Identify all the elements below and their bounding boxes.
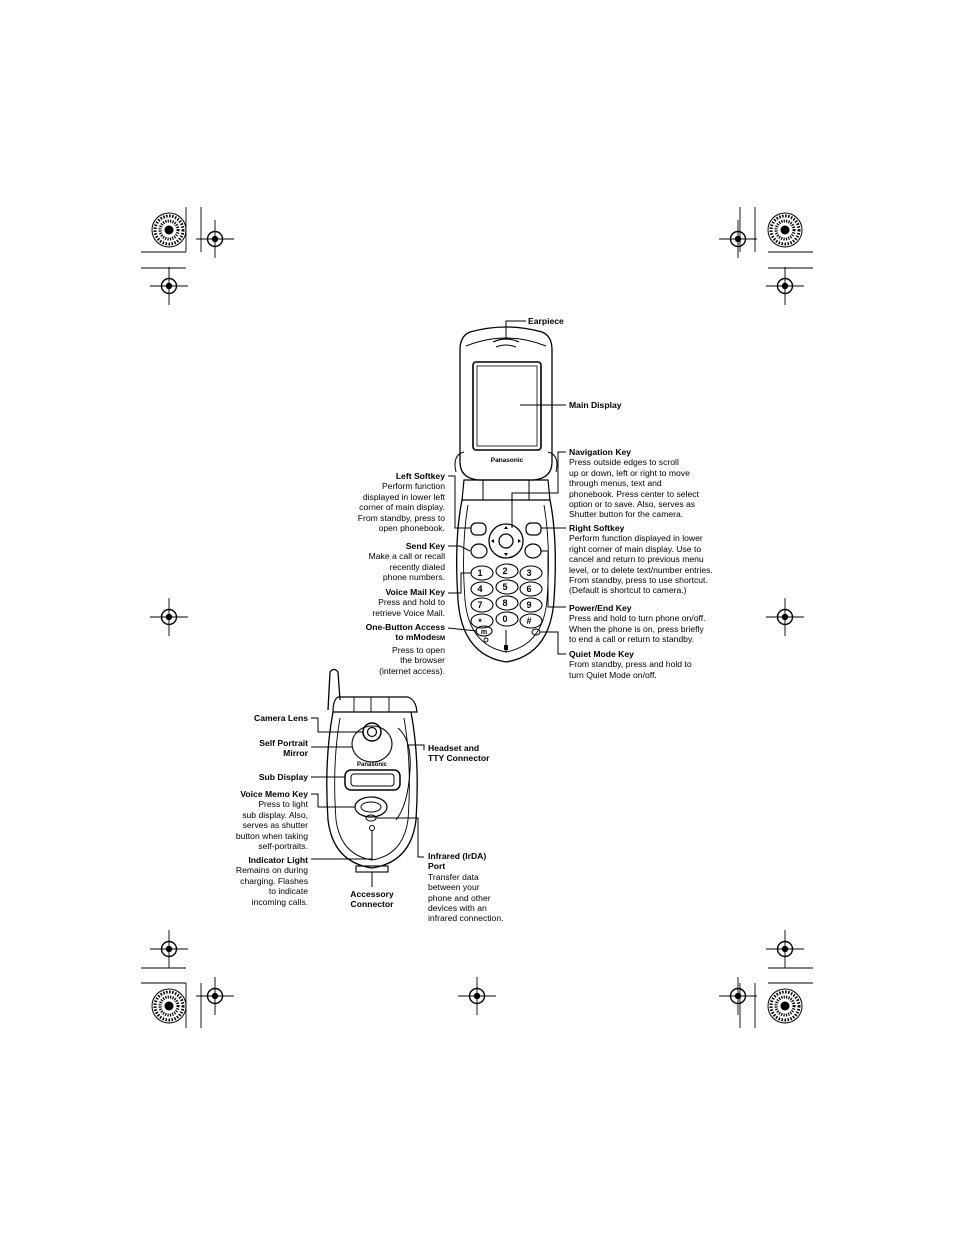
label-one-button-access-title-1: One-Button Access (365, 622, 445, 632)
phone-open-hinge (461, 479, 551, 501)
label-power-end-key: Power/End Key Press and hold to turn pho… (569, 603, 706, 645)
label-accessory-connector-title: Accessory Connector (350, 889, 394, 910)
phone-closed-brand: Panasonic (357, 762, 388, 768)
accessory-connector (355, 865, 389, 873)
label-voice-memo-key: Voice Memo Key Press to light sub displa… (236, 789, 308, 851)
label-navigation-key-title: Navigation Key (569, 447, 632, 457)
label-indicator-light-title: Indicator Light (248, 855, 308, 865)
label-left-softkey-desc: Perform function displayed in lower left… (357, 481, 445, 534)
key-5: 5 (502, 582, 507, 592)
label-quiet-mode-key-desc: From standby, press and hold to turn Qui… (569, 659, 692, 680)
crop-marks (141, 207, 813, 1028)
label-navigation-key: Navigation Key Press outside edges to sc… (569, 447, 699, 520)
label-main-display-title: Main Display (569, 400, 622, 410)
label-power-end-key-title: Power/End Key (569, 603, 632, 613)
key-8: 8 (502, 598, 507, 608)
power-end-key (524, 543, 542, 559)
label-infrared-port-title: Infrared (IrDA) Port (428, 851, 487, 872)
label-indicator-light: Indicator Light Remains on during chargi… (236, 855, 308, 907)
keypad-labels: 1 2 3 4 5 6 7 8 9 * 0 # m (477, 566, 531, 636)
phone-open (454, 326, 558, 663)
navigation-key-center (498, 533, 514, 549)
sub-display (344, 769, 401, 791)
key-mmode: m (481, 629, 487, 636)
label-quiet-mode-key: Quiet Mode Key From standby, press and h… (569, 649, 692, 680)
label-navigation-key-desc: Press outside edges to scroll up or down… (569, 457, 699, 520)
indicator-light (369, 825, 375, 831)
label-voice-mail-key: Voice Mail Key Press and hold to retriev… (372, 587, 445, 618)
key-7: 7 (477, 600, 482, 610)
label-voice-mail-key-desc: Press and hold to retrieve Voice Mail. (372, 597, 445, 618)
phone-open-flip-outline (459, 326, 553, 481)
label-infrared-port: Infrared (IrDA) Port Transfer data betwe… (428, 851, 503, 924)
label-earpiece-title: Earpiece (528, 316, 564, 326)
infrared-port (365, 814, 377, 822)
send-key (470, 543, 488, 559)
navigation-key-ring (488, 523, 524, 559)
left-softkey (470, 522, 487, 536)
key-2: 2 (502, 566, 507, 576)
label-one-button-access-title-2: to mModeSM (395, 632, 445, 643)
label-sub-display: Sub Display (259, 772, 308, 782)
key-9: 9 (526, 600, 531, 610)
self-portrait-mirror (351, 725, 393, 763)
leader-lines (311, 320, 566, 887)
key-6: 6 (526, 584, 531, 594)
label-right-softkey-desc: Perform function displayed in lower righ… (569, 533, 713, 596)
label-sub-display-title: Sub Display (258, 772, 308, 782)
label-left-softkey: Left Softkey Perform function displayed … (358, 471, 445, 533)
color-target-marks (151, 212, 803, 1024)
label-one-button-access: One-Button Access to mModeSM Press to op… (366, 622, 445, 676)
label-send-key-title: Send Key (405, 541, 445, 551)
label-main-display: Main Display (569, 400, 622, 410)
voice-memo-key (354, 796, 388, 818)
phone-open-brand: Panasonic (491, 457, 524, 464)
label-self-portrait-mirror-title: Self Portrait Mirror (259, 738, 308, 759)
keypad (470, 563, 543, 637)
key-star: * (478, 617, 482, 627)
label-left-softkey-title: Left Softkey (395, 471, 445, 481)
label-earpiece: Earpiece (528, 316, 564, 326)
phone-open-body-outline (456, 499, 556, 663)
antenna (327, 668, 341, 711)
label-headset-connector-title: Headset and TTY Connector (428, 743, 490, 764)
label-infrared-port-desc: Transfer data between your phone and oth… (428, 871, 504, 924)
main-display-screen (472, 361, 542, 451)
label-right-softkey: Right Softkey Perform function displayed… (569, 523, 713, 596)
right-softkey (525, 522, 542, 536)
label-voice-memo-key-desc: Press to light sub display. Also, serves… (235, 799, 308, 852)
key-1: 1 (477, 568, 482, 578)
label-self-portrait-mirror: Self Portrait Mirror (259, 738, 308, 759)
label-camera-lens-title: Camera Lens (254, 713, 308, 723)
label-voice-mail-key-title: Voice Mail Key (385, 587, 445, 597)
key-0: 0 (502, 614, 507, 624)
label-voice-memo-key-title: Voice Memo Key (240, 789, 308, 799)
label-indicator-light-desc: Remains on during charging. Flashes to i… (235, 865, 308, 907)
label-send-key-desc: Make a call or recall recently dialed ph… (368, 551, 445, 583)
label-power-end-key-desc: Press and hold to turn phone on/off. Whe… (569, 613, 706, 645)
label-camera-lens: Camera Lens (254, 713, 308, 723)
label-one-button-access-desc: Press to open the browser (internet acce… (379, 644, 445, 676)
label-send-key: Send Key Make a call or recall recently … (369, 541, 445, 583)
label-headset-connector: Headset and TTY Connector (428, 743, 489, 764)
label-quiet-mode-key-title: Quiet Mode Key (569, 649, 634, 659)
key-hash: # (526, 616, 531, 626)
label-accessory-connector: Accessory Connector (336, 889, 408, 910)
key-3: 3 (526, 568, 531, 578)
phone-closed-body-outline (326, 711, 418, 869)
earpiece-grille (492, 338, 520, 343)
key-4: 4 (477, 584, 482, 594)
label-right-softkey-title: Right Softkey (569, 523, 625, 533)
